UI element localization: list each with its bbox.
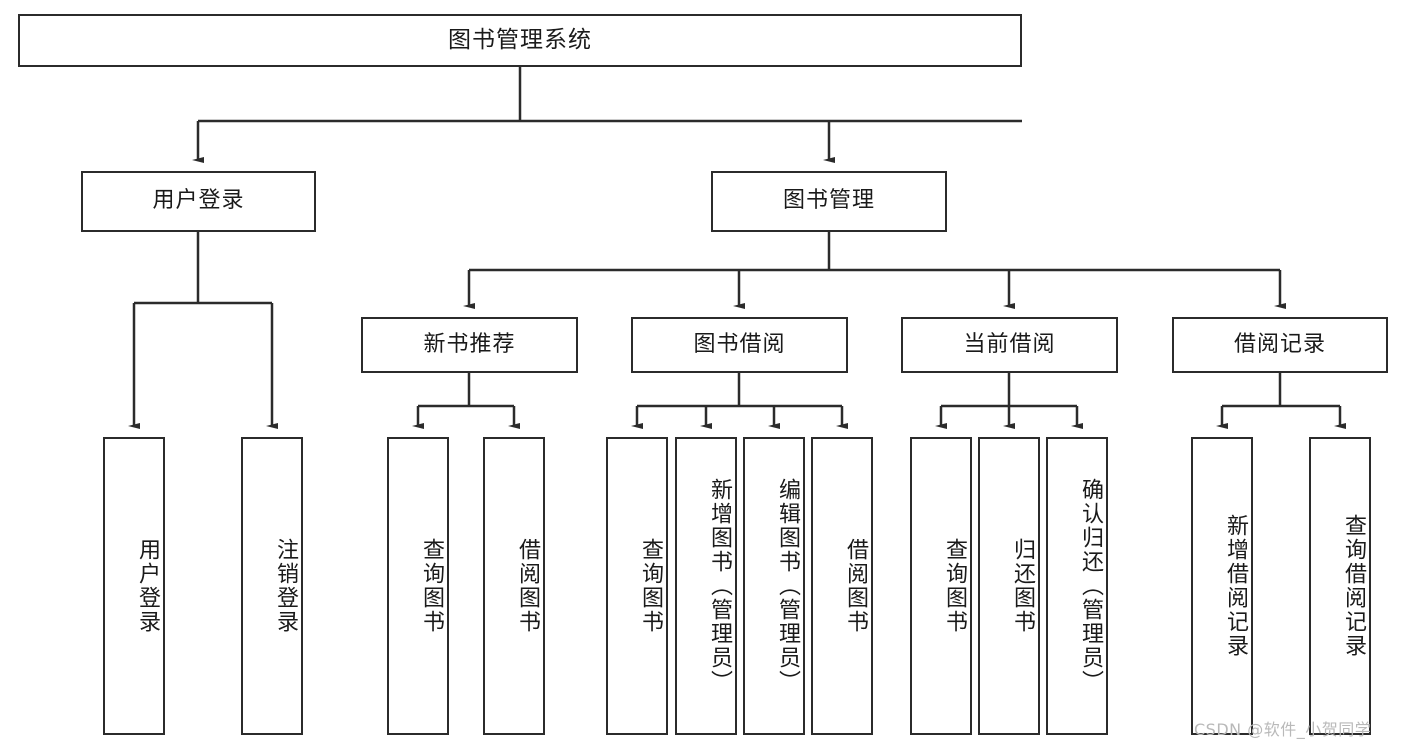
leaf-borrow-book-2[interactable]: 借阅图书 [811, 437, 873, 735]
leaf-user-login-label: 用户登录 [135, 538, 160, 634]
leaf-edit-book-admin[interactable]: 编辑图书（管理员） [743, 437, 805, 735]
node-current-borrow-label: 当前借阅 [963, 331, 1056, 357]
leaf-query-borrow-record-label: 查询借阅记录 [1341, 514, 1366, 658]
leaf-query-book-3[interactable]: 查询图书 [910, 437, 972, 735]
node-book-borrow-label: 图书借阅 [693, 331, 786, 357]
leaf-borrow-book-2-label: 借阅图书 [843, 538, 868, 634]
leaf-query-book-1[interactable]: 查询图书 [387, 437, 449, 735]
leaf-add-borrow-record[interactable]: 新增借阅记录 [1191, 437, 1253, 735]
node-root-label: 图书管理系统 [448, 26, 592, 53]
leaf-query-book-2-label: 查询图书 [638, 538, 663, 634]
leaf-query-borrow-record[interactable]: 查询借阅记录 [1309, 437, 1371, 735]
leaf-borrow-book-1[interactable]: 借阅图书 [483, 437, 545, 735]
leaf-confirm-return-admin[interactable]: 确认归还（管理员） [1046, 437, 1108, 735]
leaf-add-borrow-record-label: 新增借阅记录 [1223, 514, 1248, 658]
leaf-borrow-book-1-label: 借阅图书 [515, 538, 540, 634]
leaf-query-book-3-label: 查询图书 [942, 538, 967, 634]
leaf-query-book-2[interactable]: 查询图书 [606, 437, 668, 735]
node-new-book-recommend-label: 新书推荐 [423, 331, 516, 357]
node-borrow-record[interactable]: 借阅记录 [1172, 317, 1388, 373]
node-book-borrow[interactable]: 图书借阅 [631, 317, 848, 373]
leaf-add-book-admin-label: 新增图书（管理员） [707, 478, 732, 694]
leaf-add-book-admin[interactable]: 新增图书（管理员） [675, 437, 737, 735]
leaf-user-login[interactable]: 用户登录 [103, 437, 165, 735]
node-current-borrow[interactable]: 当前借阅 [901, 317, 1118, 373]
leaf-query-book-1-label: 查询图书 [419, 538, 444, 634]
node-root[interactable]: 图书管理系统 [18, 14, 1022, 67]
node-book-manage[interactable]: 图书管理 [711, 171, 947, 232]
leaf-return-book-label: 归还图书 [1010, 538, 1035, 634]
node-user-login[interactable]: 用户登录 [81, 171, 316, 232]
leaf-edit-book-admin-label: 编辑图书（管理员） [775, 478, 800, 694]
leaf-return-book[interactable]: 归还图书 [978, 437, 1040, 735]
leaf-logout-login[interactable]: 注销登录 [241, 437, 303, 735]
node-user-login-label: 用户登录 [152, 188, 245, 214]
node-book-manage-label: 图书管理 [782, 188, 875, 214]
leaf-confirm-return-admin-label: 确认归还（管理员） [1078, 478, 1103, 694]
node-new-book-recommend[interactable]: 新书推荐 [361, 317, 578, 373]
csdn-watermark: CSDN @软件_小贺同学 [1194, 720, 1372, 739]
node-borrow-record-label: 借阅记录 [1233, 331, 1326, 357]
leaf-logout-login-label: 注销登录 [273, 538, 298, 634]
